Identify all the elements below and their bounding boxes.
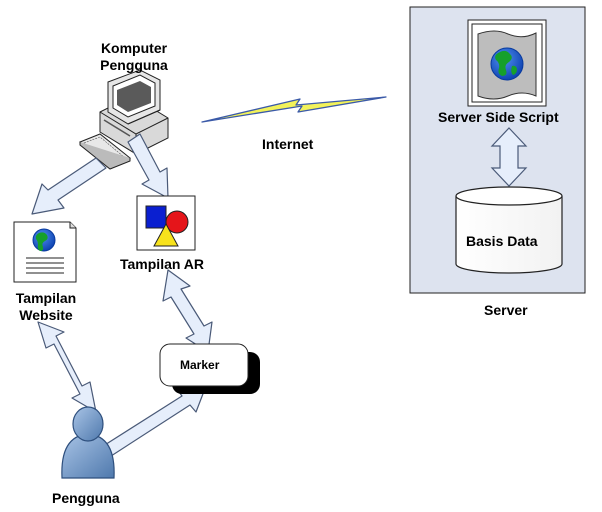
ar-shapes-icon (136, 195, 196, 251)
desktop-computer-icon (79, 69, 169, 170)
label-komputer-line2: Pengguna (100, 57, 168, 73)
label-website-line1: Tampilan (15, 290, 77, 306)
arrow-computer-to-website (31, 157, 107, 215)
lightning-bolt-icon (201, 96, 387, 123)
database-cylinder-icon (455, 186, 563, 274)
server-script-globe-icon (467, 19, 547, 107)
label-tampilan-ar: Tampilan AR (120, 256, 205, 272)
arrow-ar-marker (162, 269, 213, 353)
marker-card (159, 343, 260, 394)
label-server-side-script: Server Side Script (438, 109, 559, 125)
arrow-computer-to-ar (127, 133, 169, 199)
label-marker: Marker (180, 358, 220, 372)
label-website-line2: Website (19, 307, 73, 323)
label-pengguna: Pengguna (52, 490, 120, 506)
label-komputer-pengguna: Komputer Pengguna (84, 40, 184, 74)
label-internet: Internet (262, 136, 314, 152)
arrow-user-to-marker (99, 385, 207, 459)
user-person-icon (61, 406, 115, 479)
label-komputer-line1: Komputer (100, 40, 168, 56)
script-database-arrow (490, 127, 528, 187)
web-page-icon (13, 221, 77, 283)
arrow-website-user (37, 321, 97, 413)
label-tampilan-website: Tampilan Website (0, 290, 92, 324)
label-server: Server (484, 302, 528, 318)
label-basis-data: Basis Data (466, 233, 538, 249)
